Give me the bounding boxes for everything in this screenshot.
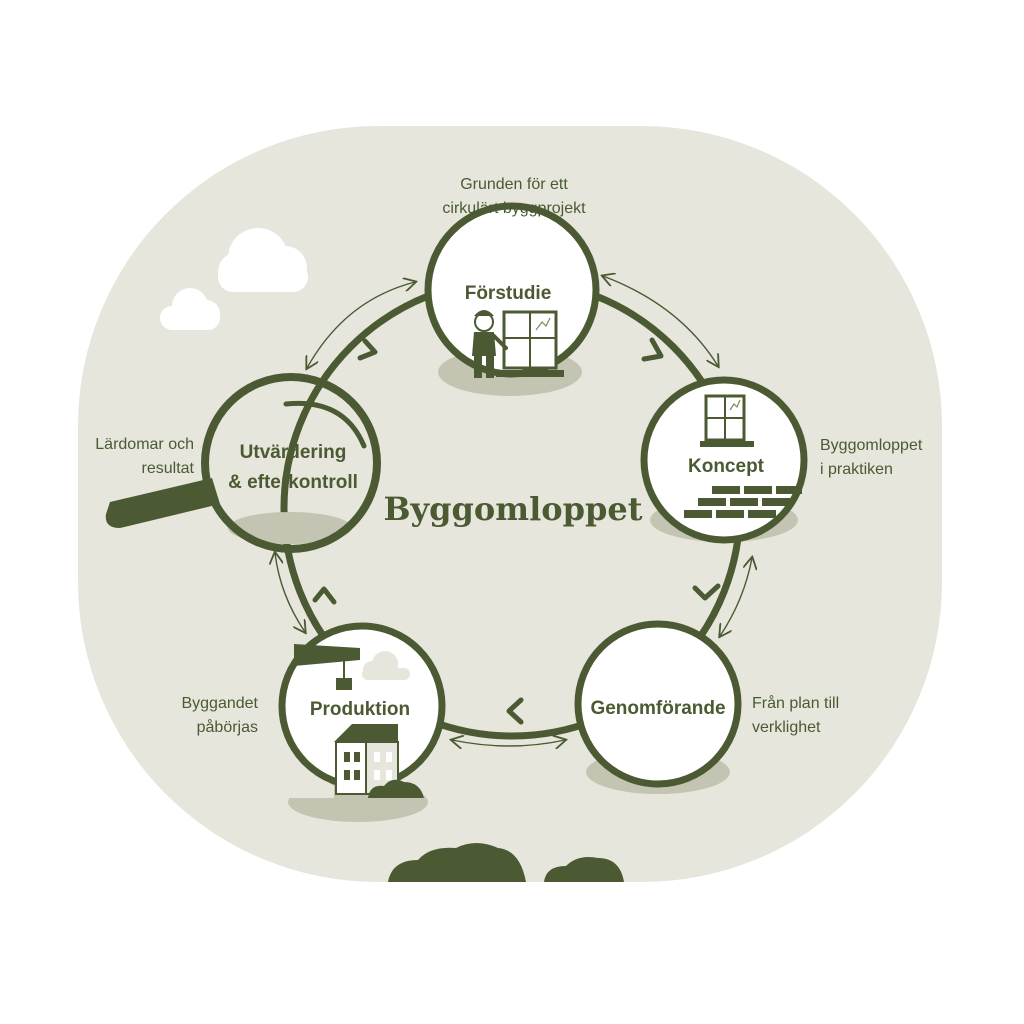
text-line: Byggomloppet [820, 437, 923, 454]
text-line: & efterkontroll [228, 472, 358, 493]
stage-forstudie[interactable]: Förstudie [424, 202, 600, 396]
stage-label: Förstudie [465, 283, 552, 304]
bushes-icon [388, 843, 624, 882]
stage-circle [201, 373, 381, 553]
text-line: Utvärdering [240, 442, 347, 463]
stage-label: Koncept [688, 456, 765, 477]
text-line: i praktiken [820, 461, 893, 478]
house-with-crane-icon [290, 644, 424, 798]
chevron-icon [692, 583, 721, 601]
stage-koncept[interactable]: Koncept [640, 376, 808, 544]
double-arrow-icon [307, 282, 415, 368]
double-arrow-icon [452, 740, 565, 746]
cloud-icon [160, 288, 220, 330]
caption-genomforande: Från plan till verklighet [752, 694, 839, 736]
text-line: Grunden för ett [460, 176, 568, 193]
stage-produktion[interactable]: Produktion [278, 622, 446, 822]
stage-circle [574, 620, 742, 788]
text-line: Lärdomar och [95, 436, 194, 453]
stage-genomforande[interactable]: Genomförande [574, 620, 742, 794]
cloud-icon [218, 228, 308, 292]
text-line: påbörjas [197, 718, 258, 736]
chevron-icon [506, 697, 524, 725]
diagram-title: Byggomloppet [384, 490, 643, 528]
ground-shadow [228, 512, 352, 544]
stage-caption: Grunden för ett cirkulärt byggprojekt [442, 176, 586, 217]
stage-caption: Lärdomar och resultat [95, 436, 194, 477]
stage-label: Produktion [310, 699, 410, 720]
window-and-bricks-icon [684, 394, 802, 518]
caption-utvardering: Lärdomar och resultat [95, 436, 194, 477]
text-line: Byggandet [181, 695, 258, 712]
stage-caption: Byggomloppet i praktiken [820, 437, 923, 478]
double-arrow-icon [603, 276, 718, 366]
chevron-icon [312, 586, 337, 605]
text-line: verklighet [752, 719, 821, 736]
text-line: Koncept [688, 456, 765, 477]
text-line: Produktion [310, 699, 410, 720]
caption-forstudie: Grunden för ett cirkulärt byggprojekt [442, 176, 586, 217]
stage-utvardering[interactable]: Utvärdering & efterkontroll [105, 373, 381, 553]
stage-caption: Från plan till verklighet [752, 694, 839, 736]
caption-produktion: Byggandet påbörjas [181, 695, 258, 736]
text-line: resultat [142, 460, 195, 477]
text-line: Från plan till [752, 694, 839, 712]
caption-koncept: Byggomloppet i praktiken [820, 437, 923, 478]
text-line: cirkulärt byggprojekt [442, 200, 586, 217]
double-arrow-icon [720, 558, 752, 636]
worker-with-window-icon [472, 310, 564, 378]
feedback-arrows [275, 276, 752, 746]
stage-label: Genomförande [590, 698, 725, 719]
double-arrow-icon [275, 553, 305, 632]
text-line: Genomförande [590, 698, 725, 719]
magnifying-glass-icon [283, 400, 367, 449]
magnifier-handle [105, 478, 220, 528]
stage-label: Utvärdering & efterkontroll [228, 442, 358, 493]
stage-caption: Byggandet påbörjas [181, 695, 258, 736]
text-line: Förstudie [465, 283, 552, 304]
